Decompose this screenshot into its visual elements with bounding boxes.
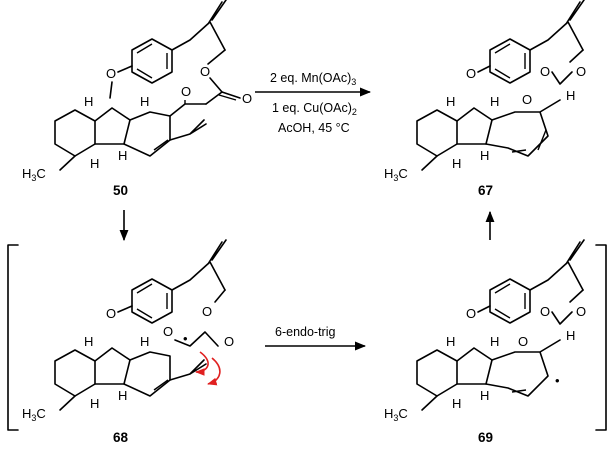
h-atom-68b: H: [140, 334, 149, 349]
compound-69: O O O O • H3C H H H H H: [384, 239, 586, 423]
bracket-right: [595, 244, 607, 431]
h-atom-50d: H: [118, 148, 127, 163]
compound-label-68: 68: [113, 430, 129, 445]
oxygen-atom-50a: O: [106, 66, 116, 81]
h-atom-69d: H: [452, 396, 461, 411]
oxygen-atom-68a: O: [202, 304, 212, 319]
h-atom-50a: H: [84, 94, 93, 109]
compound-label-50: 50: [113, 183, 128, 198]
compound-50: O O O O H3C H H H H: [22, 0, 252, 183]
h-atom-67c: H: [566, 88, 575, 103]
methyl-label-50: H3C: [22, 166, 46, 183]
oxygen-atom-69b: O: [576, 304, 586, 319]
methyl-label-67: H3C: [384, 166, 408, 183]
condition-line-3: AcOH, 45 °C: [278, 121, 350, 135]
oxygen-atom-69c: O: [466, 306, 476, 321]
h-atom-67e: H: [480, 148, 489, 163]
h-atom-68a: H: [84, 334, 93, 349]
h-atom-67b: H: [490, 94, 499, 109]
oxygen-atom-68c: O: [163, 324, 173, 339]
radical-dot-68: •: [183, 331, 188, 346]
condition-line-2: 1 eq. Cu(OAc)2: [272, 101, 357, 117]
h-atom-50b: H: [140, 94, 149, 109]
h-atom-69b: H: [490, 334, 499, 349]
oxygen-atom-50b: O: [200, 64, 210, 79]
step-label: 6-endo-trig: [275, 325, 335, 339]
bracket-left: [7, 244, 19, 431]
h-atom-68c: H: [90, 396, 99, 411]
h-atom-69e: H: [480, 388, 489, 403]
h-atom-50c: H: [90, 156, 99, 171]
oxygen-atom-67c: O: [466, 66, 476, 81]
oxygen-atom-67a: O: [540, 64, 550, 79]
oxygen-atom-68d: O: [224, 334, 234, 349]
methyl-label-68: H3C: [22, 406, 46, 423]
oxygen-atom-50d: O: [181, 84, 191, 99]
oxygen-atom-67d: O: [522, 92, 532, 107]
h-atom-68d: H: [118, 388, 127, 403]
oxygen-atom-50c: O: [242, 91, 252, 106]
h-atom-67d: H: [452, 156, 461, 171]
compound-67: O O O O H3C H H H H H: [384, 0, 586, 183]
compound-label-67: 67: [478, 183, 493, 198]
arrow-pushing-b: [207, 357, 221, 386]
compound-label-69: 69: [478, 430, 493, 445]
oxygen-atom-69d: O: [518, 334, 528, 349]
h-atom-67a: H: [446, 94, 455, 109]
oxygen-atom-69a: O: [540, 304, 550, 319]
oxygen-atom-68b: O: [106, 306, 116, 321]
arrow-pushing-a: [195, 351, 209, 376]
h-atom-69c: H: [566, 328, 575, 343]
compound-68: O O O • O H3C H H H H: [22, 239, 234, 423]
methyl-label-69: H3C: [384, 406, 408, 423]
radical-dot-69: •: [555, 373, 560, 388]
h-atom-69a: H: [446, 334, 455, 349]
oxygen-atom-67b: O: [576, 64, 586, 79]
condition-line-1: 2 eq. Mn(OAc)3: [270, 71, 356, 87]
